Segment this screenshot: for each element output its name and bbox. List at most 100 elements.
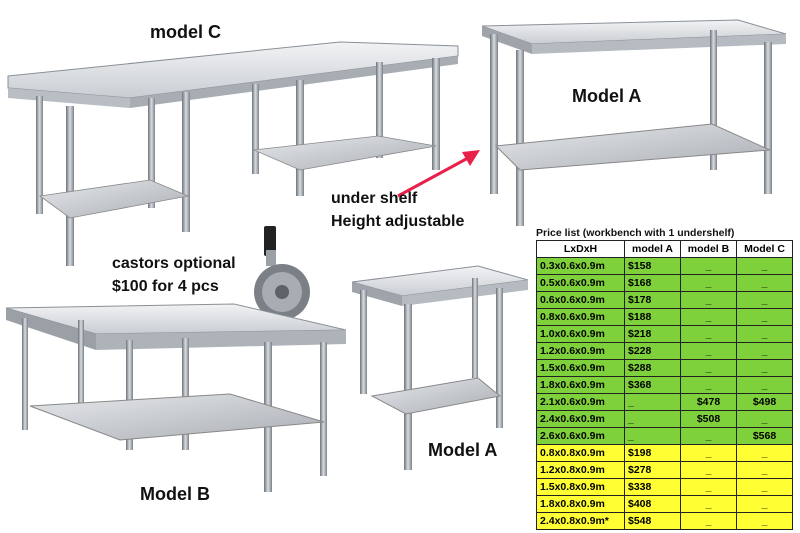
castor-wheel-icon: [254, 226, 310, 320]
table-cell-model-b: _: [680, 291, 737, 309]
table-row: 2.6x0.6x0.9m__$568: [536, 427, 793, 445]
table-cell-size: 2.4x0.6x0.9m: [536, 410, 625, 428]
table-row: 0.3x0.6x0.9m$158__: [536, 257, 793, 275]
table-row: 2.4x0.8x0.9m*$548__: [536, 512, 793, 530]
table-cell-model-c: _: [736, 512, 793, 530]
table-row: 1.0x0.6x0.9m$218__: [536, 325, 793, 343]
table-row: 1.8x0.6x0.9m$368__: [536, 376, 793, 394]
table-cell-model-c: _: [736, 495, 793, 513]
table-cell-size: 0.6x0.6x0.9m: [536, 291, 625, 309]
table-cell-model-b: _: [680, 376, 737, 394]
table-row: 1.2x0.6x0.9m$228__: [536, 342, 793, 360]
table-row: 1.5x0.8x0.9m$338__: [536, 478, 793, 496]
table-row: 1.8x0.8x0.9m$408__: [536, 495, 793, 513]
table-cell-size: 2.4x0.8x0.9m*: [536, 512, 625, 530]
table-cell-size: 1.8x0.6x0.9m: [536, 376, 625, 394]
table-cell-model-a: $218: [624, 325, 681, 343]
header-model-b: model B: [680, 240, 737, 258]
table-cell-model-a: $408: [624, 495, 681, 513]
arrow-icon: [397, 150, 480, 198]
table-cell-size: 1.0x0.6x0.9m: [536, 325, 625, 343]
table-cell-size: 1.2x0.8x0.9m: [536, 461, 625, 479]
table-cell-size: 1.2x0.6x0.9m: [536, 342, 625, 360]
table-row: 0.8x0.8x0.9m$198__: [536, 444, 793, 462]
table-cell-model-a: _: [624, 427, 681, 445]
table-row: 2.4x0.6x0.9m_$508_: [536, 410, 793, 428]
table-cell-model-a: $548: [624, 512, 681, 530]
table-cell-model-b: _: [680, 444, 737, 462]
table-cell-model-c: _: [736, 444, 793, 462]
label-model-b: Model B: [140, 484, 210, 504]
table-cell-model-c: $568: [736, 427, 793, 445]
label-height-adjustable: Height adjustable: [331, 213, 465, 230]
label-model-c: model C: [150, 22, 222, 42]
price-list-title: Price list (workbench with 1 undershelf): [536, 227, 735, 239]
header-model-c: Model C: [736, 240, 793, 258]
table-cell-size: 2.1x0.6x0.9m: [536, 393, 625, 411]
table-cell-size: 1.8x0.8x0.9m: [536, 495, 625, 513]
table-cell-model-a: _: [624, 410, 681, 428]
table-cell-model-a: $188: [624, 308, 681, 326]
table-cell-model-c: _: [736, 461, 793, 479]
price-table-header: LxDxH model A model B Model C: [536, 240, 793, 258]
table-cell-size: 0.3x0.6x0.9m: [536, 257, 625, 275]
table-model-c: [7, 41, 459, 266]
table-cell-model-c: _: [736, 308, 793, 326]
table-cell-model-a: $228: [624, 342, 681, 360]
table-model-a-small: [351, 265, 529, 470]
table-cell-size: 0.8x0.6x0.9m: [536, 308, 625, 326]
table-cell-model-c: _: [736, 342, 793, 360]
table-cell-model-c: _: [736, 359, 793, 377]
header-size: LxDxH: [536, 240, 625, 258]
table-cell-model-a: $158: [624, 257, 681, 275]
label-model-a-small: Model A: [428, 440, 498, 460]
table-cell-model-c: _: [736, 478, 793, 496]
table-cell-model-c: _: [736, 257, 793, 275]
table-cell-model-c: _: [736, 274, 793, 292]
table-cell-model-b: _: [680, 274, 737, 292]
table-cell-model-a: $168: [624, 274, 681, 292]
table-cell-model-a: $178: [624, 291, 681, 309]
table-cell-model-b: _: [680, 461, 737, 479]
table-cell-model-a: $288: [624, 359, 681, 377]
table-cell-model-b: $508: [680, 410, 737, 428]
table-cell-model-a: $368: [624, 376, 681, 394]
label-model-a-top: Model A: [572, 86, 642, 106]
table-cell-model-a: $338: [624, 478, 681, 496]
table-cell-model-b: _: [680, 359, 737, 377]
price-list: Price list (workbench with 1 undershelf)…: [536, 226, 793, 530]
table-cell-model-b: _: [680, 342, 737, 360]
price-table: LxDxH model A model B Model C 0.3x0.6x0.…: [536, 240, 793, 530]
table-model-b: [5, 303, 347, 492]
table-row: 1.2x0.8x0.9m$278__: [536, 461, 793, 479]
table-cell-model-b: _: [680, 325, 737, 343]
table-cell-model-b: _: [680, 427, 737, 445]
table-cell-model-b: _: [680, 478, 737, 496]
table-cell-size: 2.6x0.6x0.9m: [536, 427, 625, 445]
table-row: 0.6x0.6x0.9m$178__: [536, 291, 793, 309]
table-cell-size: 0.5x0.6x0.9m: [536, 274, 625, 292]
table-cell-size: 1.5x0.6x0.9m: [536, 359, 625, 377]
table-cell-model-c: _: [736, 376, 793, 394]
table-cell-model-b: _: [680, 308, 737, 326]
table-row: 0.5x0.6x0.9m$168__: [536, 274, 793, 292]
table-cell-model-a: $278: [624, 461, 681, 479]
table-cell-model-a: _: [624, 393, 681, 411]
table-cell-model-b: $478: [680, 393, 737, 411]
table-cell-model-a: $198: [624, 444, 681, 462]
table-cell-model-c: _: [736, 410, 793, 428]
table-cell-model-b: _: [680, 257, 737, 275]
table-model-a-top: [481, 19, 787, 226]
table-cell-size: 0.8x0.8x0.9m: [536, 444, 625, 462]
label-castors-price: $100 for 4 pcs: [112, 278, 219, 295]
header-model-a: model A: [624, 240, 681, 258]
table-cell-model-b: _: [680, 495, 737, 513]
table-cell-model-c: _: [736, 291, 793, 309]
table-row: 0.8x0.6x0.9m$188__: [536, 308, 793, 326]
table-cell-model-c: _: [736, 325, 793, 343]
label-castors-optional: castors optional: [112, 255, 236, 272]
table-cell-size: 1.5x0.8x0.9m: [536, 478, 625, 496]
table-cell-model-b: _: [680, 512, 737, 530]
table-row: 1.5x0.6x0.9m$288__: [536, 359, 793, 377]
